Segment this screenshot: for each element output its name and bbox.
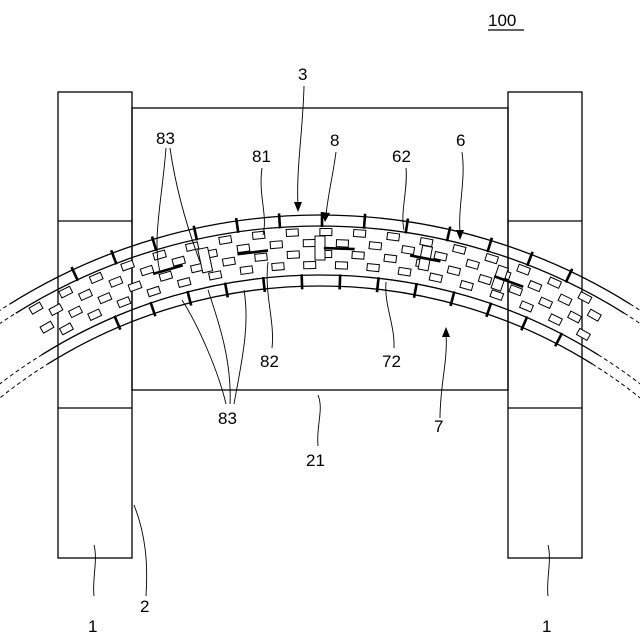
- dashed-arc: [624, 313, 640, 367]
- block-cell: [186, 242, 199, 252]
- label-81: 81: [252, 147, 271, 166]
- block-cell: [369, 242, 382, 250]
- block-cell: [219, 236, 232, 245]
- tick-inner: [340, 274, 341, 289]
- block-cell: [140, 265, 154, 275]
- block-cell: [558, 294, 572, 306]
- block-cell: [587, 309, 601, 321]
- label-72: 72: [382, 352, 401, 371]
- label-83-top: 83: [156, 129, 175, 148]
- label-1-left: 1: [88, 617, 97, 636]
- reference-number: 100: [488, 11, 516, 30]
- dashed-extensions: [0, 304, 640, 406]
- dashed-arc: [0, 313, 16, 367]
- label-8: 8: [330, 131, 339, 150]
- block-cell: [539, 297, 553, 308]
- dashed-arc: [598, 355, 640, 398]
- block-cell: [222, 257, 235, 266]
- block-cell: [272, 263, 285, 271]
- label-7: 7: [434, 417, 443, 436]
- block-cell: [153, 250, 166, 260]
- dashed-arc: [0, 364, 48, 406]
- block-cell: [568, 311, 582, 323]
- block-cell: [548, 314, 562, 326]
- block-cell: [320, 228, 332, 235]
- block-cell: [402, 246, 415, 255]
- block-cell: [384, 254, 397, 262]
- block-cell: [304, 261, 316, 268]
- block-cell: [40, 321, 54, 333]
- block-cell: [270, 241, 283, 249]
- block-cell: [147, 286, 161, 296]
- block-cell: [429, 273, 442, 282]
- block-cell: [109, 276, 123, 287]
- connector-element: [315, 236, 325, 260]
- inner-arc: [48, 286, 593, 364]
- block-cell: [520, 301, 534, 312]
- block-cell: [98, 293, 112, 304]
- block-cell: [466, 259, 479, 269]
- label-6: 6: [456, 131, 465, 150]
- dashed-arc: [0, 304, 10, 359]
- block-cell: [420, 238, 433, 247]
- block-cell: [336, 240, 348, 247]
- block-cell: [172, 256, 185, 266]
- block-cell: [528, 281, 542, 292]
- block-cell: [49, 304, 63, 316]
- label-83-bottom: 83: [218, 409, 237, 428]
- block-cell: [576, 328, 590, 340]
- block-cell: [240, 266, 253, 275]
- block-cell: [287, 251, 299, 259]
- label-1-right: 1: [542, 617, 551, 636]
- block-cell: [178, 278, 191, 288]
- label-3: 3: [298, 65, 307, 84]
- block-cell: [303, 239, 315, 246]
- block-cell: [460, 280, 473, 290]
- block-cell: [367, 264, 380, 272]
- tick-inner: [302, 274, 303, 289]
- block-cell: [447, 266, 460, 276]
- block-cell: [209, 271, 222, 280]
- tick-outer: [279, 213, 280, 228]
- block-cell: [352, 251, 364, 259]
- label-62: 62: [392, 147, 411, 166]
- dashed-arc: [630, 304, 640, 359]
- tick-outer: [364, 214, 365, 229]
- block-cell: [485, 253, 499, 263]
- block-cell: [117, 297, 131, 308]
- block-cell: [490, 290, 504, 301]
- block-cell: [387, 232, 400, 240]
- tick-inner: [377, 277, 379, 292]
- block-cell: [353, 229, 365, 237]
- tick-middle: [324, 248, 355, 249]
- block-cell: [453, 245, 466, 255]
- block-cell: [398, 267, 411, 276]
- dashed-arc: [0, 355, 42, 398]
- label-82: 82: [260, 352, 279, 371]
- block-cell: [79, 289, 93, 300]
- block-cell: [88, 309, 102, 320]
- label-21: 21: [306, 451, 325, 470]
- label-2: 2: [140, 597, 149, 616]
- block-cell: [478, 274, 492, 284]
- block-cell: [237, 244, 250, 253]
- block-cell: [69, 306, 83, 318]
- block-cell: [59, 323, 73, 335]
- block-cell: [286, 229, 298, 237]
- dashed-arc: [592, 364, 640, 406]
- tick-inner: [263, 277, 265, 292]
- block-cell: [335, 262, 347, 269]
- block-cell: [128, 281, 142, 292]
- block-cell: [255, 253, 268, 261]
- leader-lines: [94, 86, 550, 596]
